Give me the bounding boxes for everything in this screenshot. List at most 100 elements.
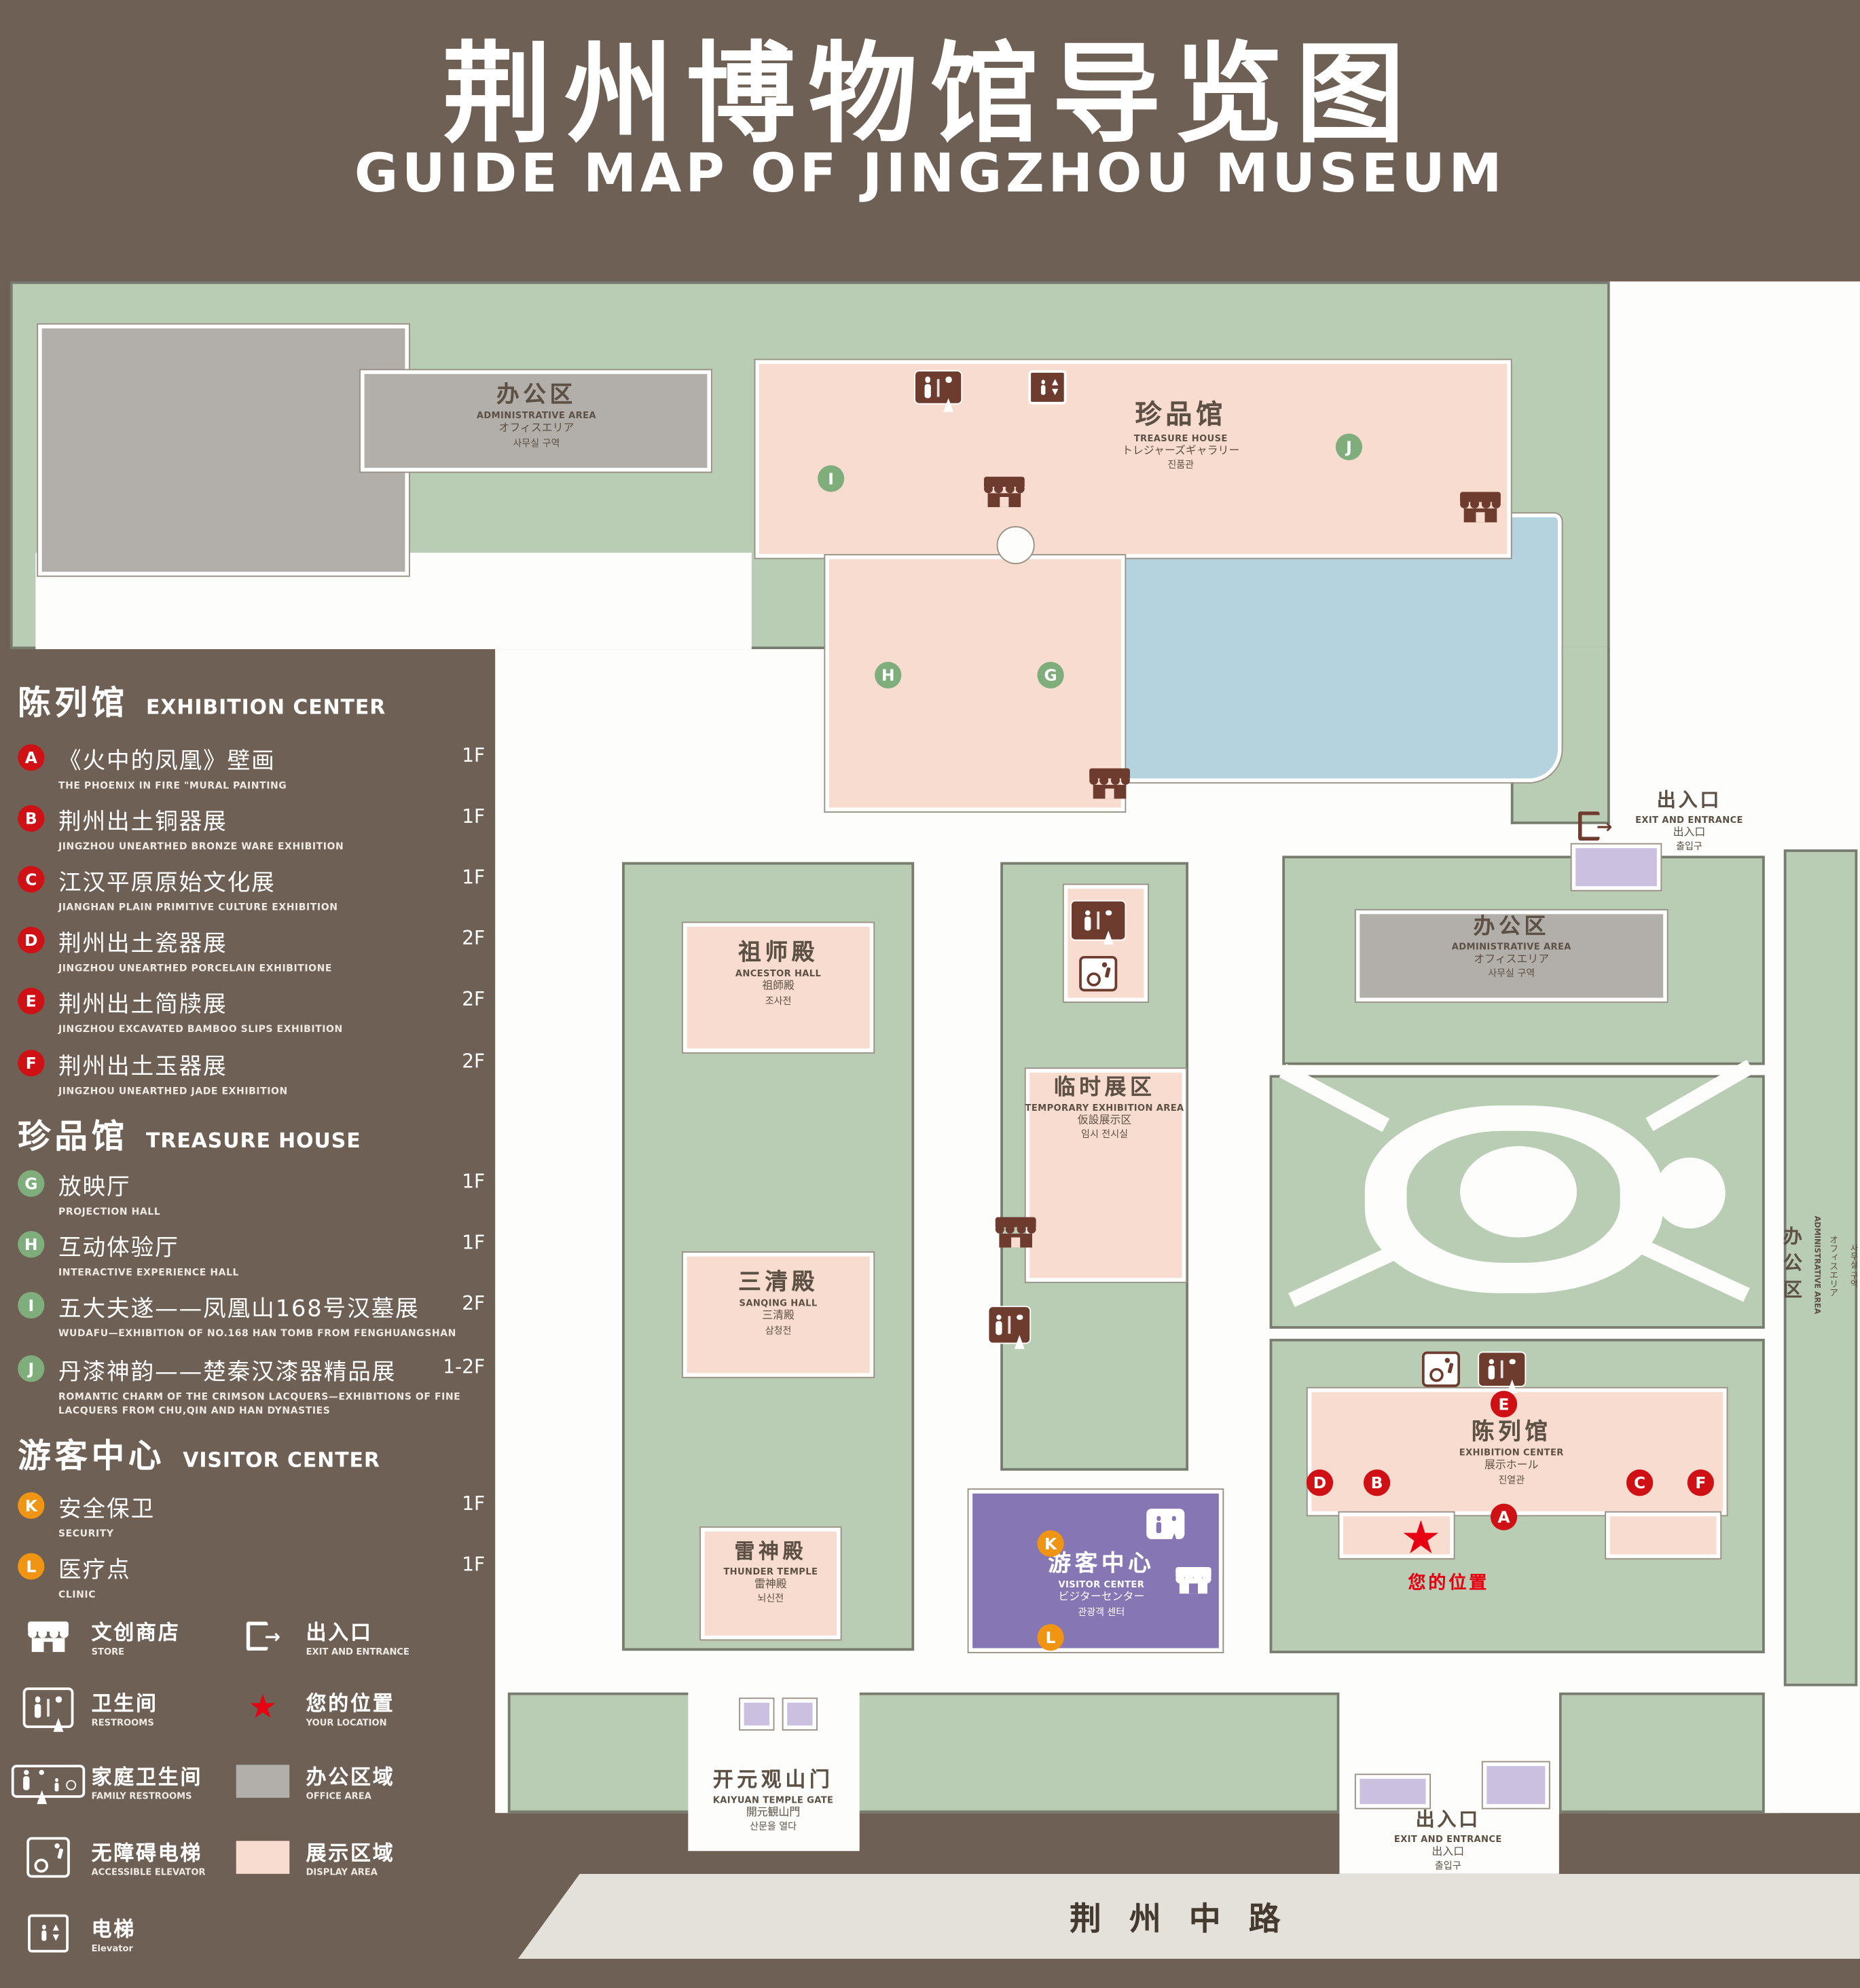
your-location-label: 您的位置	[1408, 1573, 1490, 1594]
map-marker-b: B	[1363, 1469, 1391, 1496]
your-location-star-icon	[248, 1691, 278, 1724]
thunder-temple-building	[699, 1526, 842, 1641]
legend-item-i: I 五大夫遂——凤凰山168号汉墓展 2F WUDAFU—EXHIBITION …	[18, 1291, 492, 1340]
display-area-swatch	[236, 1840, 290, 1873]
map-marker-g: G	[1037, 661, 1064, 688]
store-icon	[1175, 1566, 1211, 1594]
elevator-icon	[1028, 370, 1067, 405]
store-icon	[983, 477, 1025, 507]
map-marker-j: J	[1335, 433, 1363, 460]
map-marker-d: D	[1306, 1469, 1334, 1496]
restrooms-icon	[1146, 1509, 1185, 1539]
ancestor-hall-building	[681, 921, 875, 1054]
legend-item-c: C 江汉平原原始文化展 1F JIANGHAN PLAIN PRIMITIVE …	[18, 864, 492, 914]
lawn-bottom-middle	[841, 1692, 1340, 1814]
road-label: 荆州中路	[1070, 1900, 1309, 1937]
fountain-circle	[996, 526, 1035, 564]
sanqing-hall-building	[681, 1251, 875, 1378]
admin-building-right	[1354, 908, 1668, 1004]
garden-pond	[1460, 1146, 1578, 1238]
legend-item-l: L 医疗点 1F CLINIC	[18, 1552, 492, 1602]
page-title: 荆州博物馆导览图	[442, 31, 1418, 159]
map-marker-c: C	[1626, 1469, 1654, 1496]
lawn-bottom-left	[507, 1692, 705, 1814]
marker-d: D	[18, 926, 45, 954]
map-marker-h: H	[875, 661, 902, 688]
legend-item-f: F 荆州出土玉器展 2F JINGZHOU UNEARTHED JADE EXH…	[18, 1048, 492, 1098]
garden-circle	[1654, 1157, 1726, 1229]
restrooms-icon	[914, 370, 963, 405]
marker-g: G	[18, 1170, 45, 1197]
store-icon	[1089, 768, 1130, 799]
restrooms-icon	[1478, 1351, 1527, 1387]
legend-item-h: H 互动体验厅 1F INTERACTIVE EXPERIENCE HALL	[18, 1230, 492, 1279]
gate-pylon-left	[739, 1697, 775, 1731]
restrooms-icon	[1070, 900, 1127, 941]
marker-k: K	[18, 1492, 45, 1520]
marker-c: C	[18, 866, 45, 893]
legend-item-d: D 荆州出土瓷器展 2F JINGZHOU UNEARTHED PORCELAI…	[18, 925, 492, 975]
temporary-exhibition-building	[1024, 1067, 1188, 1283]
exhibition-center-tab-right	[1605, 1511, 1722, 1560]
treasure-house-upper	[754, 358, 1512, 559]
store-icon	[28, 1621, 69, 1652]
exit-icon	[245, 1621, 280, 1651]
marker-e: E	[18, 987, 45, 1014]
admin-building-left-b	[359, 369, 712, 473]
family-restroom-icon	[11, 1764, 86, 1797]
accessible-icon	[1079, 955, 1118, 992]
marker-a: A	[18, 744, 45, 771]
restrooms-icon	[987, 1306, 1032, 1344]
legend-item-b: B 荆州出土铜器展 1F JINGZHOU UNEARTHED BRONZE W…	[18, 804, 492, 853]
page-subtitle: GUIDE MAP OF JINGZHOU MUSEUM	[354, 142, 1506, 204]
map-marker-e: E	[1490, 1391, 1518, 1418]
gate-pylon-right	[782, 1697, 818, 1731]
legend-item-g: G 放映厅 1F PROJECTION HALL	[18, 1169, 492, 1219]
marker-b: B	[18, 805, 45, 832]
accessible-elevator-icon	[1421, 1351, 1461, 1387]
map-marker-l: L	[1037, 1624, 1064, 1651]
map-marker-a: A	[1490, 1503, 1518, 1530]
gate-gap	[688, 1690, 860, 1852]
legend-item-k: K 安全保卫 1F SECURITY	[18, 1491, 492, 1541]
legend-item-e: E 荆州出土简牍展 2F JINGZHOU EXCAVATED BAMBOO S…	[18, 987, 492, 1036]
marker-i: I	[18, 1291, 45, 1319]
office-area-swatch	[236, 1764, 290, 1797]
treasure-house-lower	[824, 554, 1127, 813]
marker-h: H	[18, 1231, 45, 1258]
your-location-star-icon	[1400, 1516, 1441, 1562]
legend-item-j: J 丹漆神韵——楚秦汉漆器精品展 1-2F ROMANTIC CHARM OF …	[18, 1354, 492, 1418]
restrooms-icon	[22, 1687, 74, 1728]
admin-building-left-a	[37, 323, 410, 577]
road-jingzhou-middle: 荆州中路	[517, 1873, 1860, 1959]
store-icon	[1460, 492, 1501, 523]
entrance-building-right	[1570, 843, 1662, 891]
map-marker-i: I	[818, 465, 845, 492]
elevator-icon	[28, 1913, 69, 1952]
legend-item-a: A 《火中的凤凰》壁画 1F THE PHOENIX IN FIRE "MURA…	[18, 743, 492, 792]
marker-l: L	[18, 1553, 45, 1580]
